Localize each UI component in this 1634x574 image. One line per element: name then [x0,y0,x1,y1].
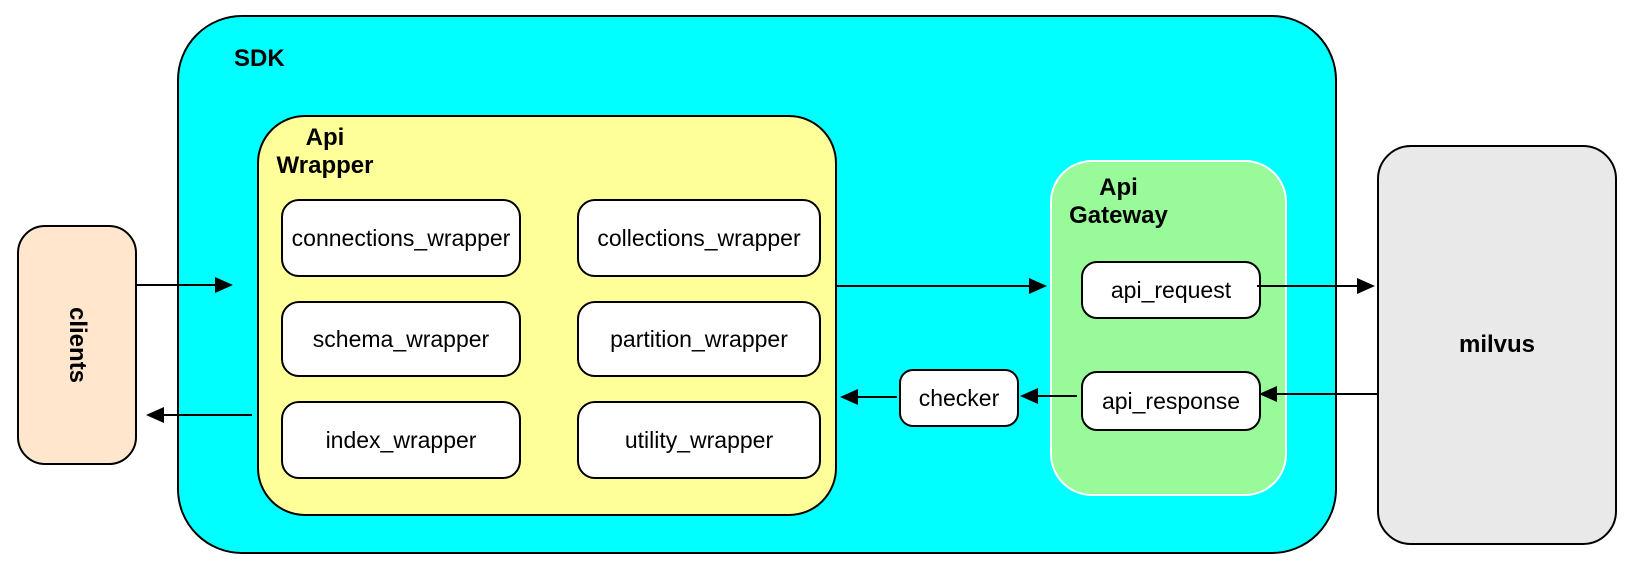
api-gateway-label: Api Gateway [1069,174,1168,229]
collections-wrapper-label: collections_wrapper [597,225,801,251]
arrow-head-icon [1357,278,1375,294]
index-wrapper-label: index_wrapper [325,427,477,453]
node-collections-wrapper: collections_wrapper [577,199,821,277]
node-api-response: api_response [1081,371,1261,431]
node-clients: clients [17,225,137,465]
node-partition-wrapper: partition_wrapper [577,301,821,377]
milvus-label: milvus [1458,331,1536,358]
arrow-shaft [1274,392,1377,396]
node-connections-wrapper: connections_wrapper [281,199,521,277]
node-index-wrapper: index_wrapper [281,401,521,479]
arrow-head-icon [1029,278,1047,294]
arrow-head-icon [146,407,164,423]
clients-label: clients [64,306,91,384]
checker-label: checker [918,385,1000,411]
arrow-shaft [835,284,1032,288]
partition-wrapper-label: partition_wrapper [610,326,788,352]
container-api-wrapper: Api Wrapper connections_wrapper collecti… [257,115,837,516]
node-utility-wrapper: utility_wrapper [577,401,821,479]
container-api-gateway: Api Gateway api_request api_response [1050,160,1287,496]
node-milvus: milvus [1377,145,1617,545]
node-api-request: api_request [1081,261,1261,319]
schema-wrapper-label: schema_wrapper [312,326,490,352]
arrow-head-icon [1020,388,1038,404]
arrow-shaft [137,283,218,287]
arrow-head-icon [840,389,858,405]
arrow-shaft [161,413,252,417]
node-checker: checker [899,369,1019,427]
arrow-head-icon [1259,386,1277,402]
connections-wrapper-label: connections_wrapper [291,225,511,251]
node-schema-wrapper: schema_wrapper [281,301,521,377]
api-response-label: api_response [1101,388,1241,414]
sdk-label: SDK [234,45,285,72]
utility-wrapper-label: utility_wrapper [624,427,774,453]
arrow-head-icon [215,277,233,293]
arrow-shaft [1035,394,1077,398]
api-request-label: api_request [1110,277,1232,303]
api-wrapper-label: Api Wrapper [276,124,374,179]
container-sdk: SDK Api Wrapper connections_wrapper coll… [177,15,1337,554]
arrow-shaft [855,395,897,399]
arrow-shaft [1257,284,1360,288]
